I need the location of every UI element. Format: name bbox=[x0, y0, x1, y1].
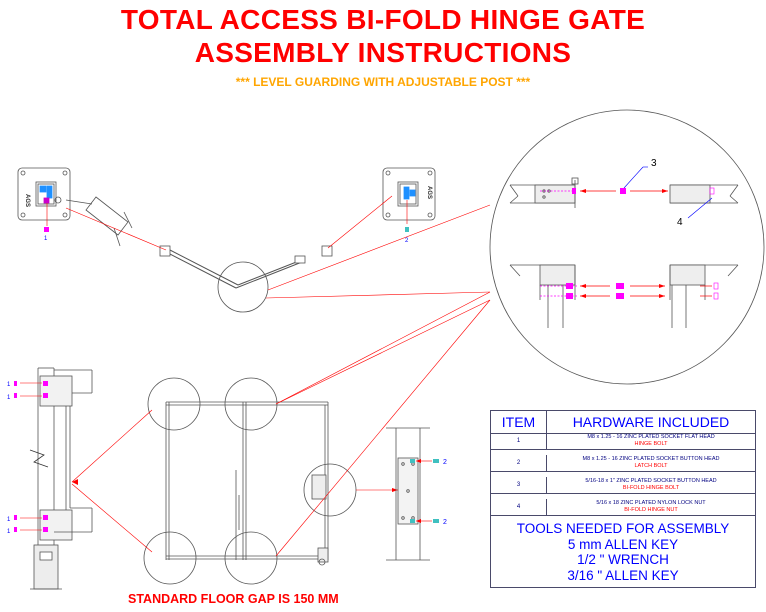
hardware-table-header: ITEM HARDWARE INCLUDED bbox=[491, 411, 755, 434]
callout-right-side-2a: 2 bbox=[443, 459, 447, 466]
subtitle: *** LEVEL GUARDING WITH ADJUSTABLE POST … bbox=[235, 75, 531, 89]
callout-side-1a: 1 bbox=[7, 382, 11, 388]
post-label-right: AGS bbox=[426, 186, 432, 199]
top-plan-view bbox=[17, 167, 436, 313]
callout-4: 4 bbox=[677, 217, 683, 228]
gate-leader-lines bbox=[71, 291, 491, 557]
title-line-2: ASSEMBLY INSTRUCTIONS bbox=[194, 37, 572, 68]
row-item: 3 bbox=[491, 477, 547, 493]
tools-list: TOOLS NEEDED FOR ASSEMBLY 5 mm ALLEN KEY… bbox=[491, 521, 755, 583]
detail-view bbox=[489, 109, 765, 385]
tools-heading: TOOLS NEEDED FOR ASSEMBLY bbox=[516, 521, 730, 536]
floor-gap-note: STANDARD FLOOR GAP IS 150 MM bbox=[128, 592, 339, 606]
left-side-hardware: 1 1 1 1 bbox=[7, 381, 48, 535]
row-desc: M8 x 1.25 - 16 ZINC PLATED SOCKET BUTTON… bbox=[582, 456, 720, 469]
callout-3: 3 bbox=[651, 158, 657, 169]
tool-item: 3/16 " ALLEN KEY bbox=[567, 567, 679, 583]
tool-item: 1/2 " WRENCH bbox=[577, 552, 669, 567]
top-leader-lines bbox=[65, 195, 491, 299]
tool-item: 5 mm ALLEN KEY bbox=[567, 536, 679, 552]
row-desc: M8 x 1.25 - 16 ZINC PLATED SOCKET FLAT H… bbox=[587, 434, 715, 447]
row-item: 2 bbox=[491, 455, 547, 471]
title-line-1: TOTAL ACCESS BI-FOLD HINGE GATE bbox=[120, 4, 646, 35]
callout-side-1d: 1 bbox=[7, 529, 11, 535]
top-plan-callouts: 1 2 bbox=[44, 200, 409, 244]
right-side-elevation bbox=[386, 427, 430, 561]
col-hardware-header: HARDWARE INCLUDED bbox=[572, 414, 730, 430]
callout-side-1c: 1 bbox=[7, 517, 11, 523]
right-side-hardware: 2 2 bbox=[410, 459, 447, 526]
callout-right-post-2: 2 bbox=[405, 238, 409, 244]
row-item: 4 bbox=[491, 499, 547, 515]
table-row: 2 M8 x 1.25 - 16 ZINC PLATED SOCKET BUTT… bbox=[491, 455, 755, 472]
row-item: 1 bbox=[491, 433, 547, 449]
hardware-table: ITEM HARDWARE INCLUDED 1 M8 x 1.25 - 16 … bbox=[490, 410, 756, 588]
table-row: 1 M8 x 1.25 - 16 ZINC PLATED SOCKET FLAT… bbox=[491, 433, 755, 450]
left-side-elevation bbox=[29, 367, 93, 590]
col-item-header: ITEM bbox=[491, 411, 547, 433]
detail-hardware: 3 4 bbox=[540, 158, 719, 300]
post-label-left: AGS bbox=[24, 194, 30, 207]
callout-right-side-2b: 2 bbox=[443, 519, 447, 526]
gate-elevation bbox=[143, 377, 357, 585]
table-row: 3 5/16-18 x 1" ZINC PLATED SOCKET BUTTON… bbox=[491, 477, 755, 494]
callout-side-1b: 1 bbox=[7, 395, 11, 401]
row-desc: 5/16-18 x 1" ZINC PLATED SOCKET BUTTON H… bbox=[585, 478, 717, 491]
callout-left-post-1: 1 bbox=[44, 236, 48, 242]
